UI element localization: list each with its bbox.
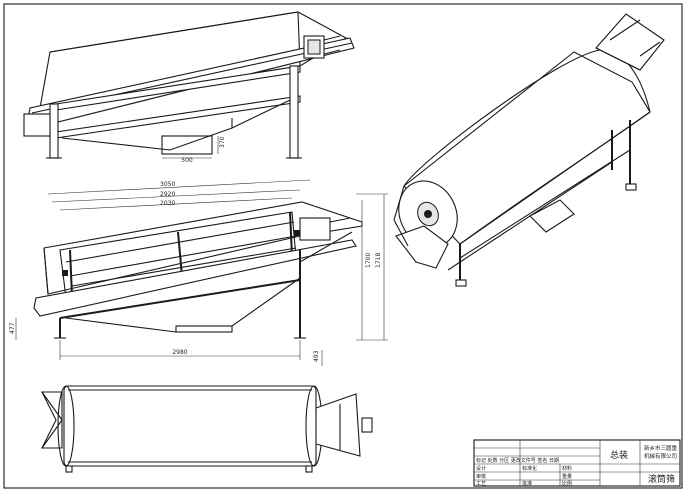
front-view: 3050 2920 2030: [9, 179, 388, 366]
dim-width-box: 500: [181, 157, 193, 164]
tb-company-line2: 机械有限公司: [644, 452, 677, 460]
tb-revision-header: 标记 处数 分区 更改文件号 签名 日期: [476, 457, 559, 464]
dim-height-box: 370: [219, 136, 226, 148]
tb-design: 设计: [476, 465, 486, 472]
title-block: 标记 处数 分区 更改文件号 签名 日期 设计 标准化 审核 工艺 批准 材料 …: [473, 439, 681, 487]
tb-check: 审核: [476, 473, 486, 480]
dim-right-height: 493: [313, 350, 320, 362]
top-left-view: 500 370: [23, 11, 355, 164]
tb-product-name: 滚筒筛: [648, 473, 675, 485]
tb-company-line1: 新乡市三圆重: [644, 444, 678, 452]
dim-length-2: 2920: [160, 191, 175, 198]
tb-sheet-label: 总装: [610, 449, 628, 461]
dim-overall-length: 3050: [160, 181, 175, 188]
tb-material: 材料: [562, 465, 572, 472]
tb-scale: 比例: [562, 480, 572, 487]
dim-left-height: 477: [9, 322, 16, 334]
dim-height-inner: 1700: [365, 253, 372, 268]
tb-standardize: 标准化: [522, 465, 537, 472]
tb-approve: 批准: [522, 480, 532, 487]
isometric-view: [393, 13, 665, 287]
plan-view: [41, 385, 373, 473]
tb-process: 工艺: [476, 481, 486, 487]
drawing-border: [3, 3, 683, 489]
dim-frame-length: 2980: [172, 349, 187, 356]
dim-height-outer: 1718: [375, 253, 382, 268]
dim-drum-length: 2030: [160, 200, 175, 207]
tb-weight: 重量: [562, 473, 572, 480]
